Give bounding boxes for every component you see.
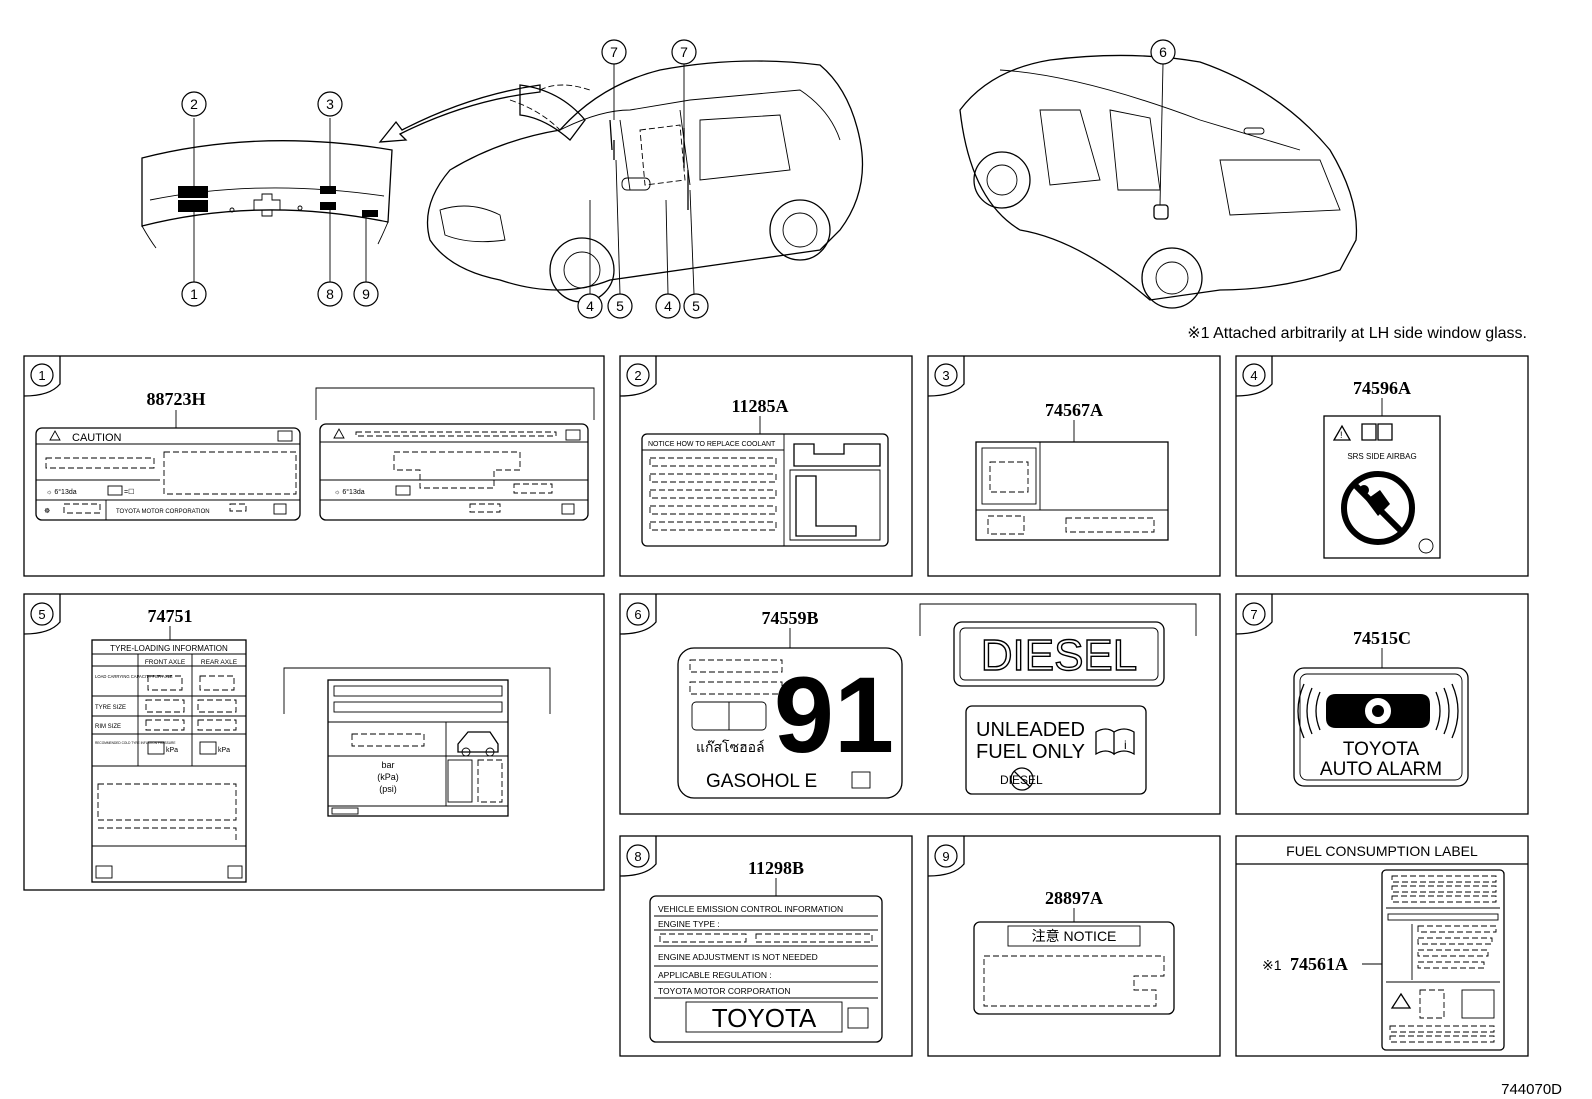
- panel-6-diesel-small: DIESEL: [1000, 773, 1043, 787]
- panel-8-number: 8: [634, 849, 641, 864]
- panel-6-thai: แก๊สโซฮอล์: [696, 739, 765, 755]
- callout-2: 2: [190, 96, 198, 112]
- panel-8-part-number: 11298B: [748, 858, 804, 878]
- panel-5-row-pressure: RECOMMENDED COLD TYRE INFLATION PRESSURE: [95, 741, 175, 745]
- svg-text:☼ 6°13da: ☼ 6°13da: [334, 488, 365, 496]
- callout-4a: 4: [586, 298, 594, 314]
- panel-5-psi: (psi): [379, 784, 397, 794]
- panel-6-number: 6: [634, 607, 641, 622]
- fuel-label-title: FUEL CONSUMPTION LABEL: [1286, 843, 1478, 859]
- panel-4: 4 74596A ! SRS SIDE AIRBAG: [1235, 355, 1529, 577]
- fuel-label-part-number: 74561A: [1290, 954, 1348, 974]
- footnote: ※1 Attached arbitrarily at LH side windo…: [1187, 325, 1527, 342]
- panel-fuel-consumption: FUEL CONSUMPTION LABEL ※1 74561A: [1235, 835, 1529, 1057]
- vehicle-rear-view: [959, 54, 1358, 309]
- panel-9-notice: 注意 NOTICE: [1032, 928, 1117, 944]
- svg-text:☼ 6°13da: ☼ 6°13da: [46, 488, 77, 496]
- svg-text:i: i: [1124, 738, 1127, 752]
- callout-5a: 5: [616, 298, 624, 314]
- panel-9-number: 9: [942, 849, 949, 864]
- panel-5-kpa-front: kPa: [166, 747, 178, 754]
- panel-6-diesel: DIESEL: [981, 631, 1138, 680]
- panel-1-part-number: 88723H: [146, 389, 205, 409]
- panel-5-row-load: LOAD CARRYING CAPACITY PER AXLE: [95, 674, 173, 679]
- panel-7-brand: TOYOTA: [1343, 739, 1420, 760]
- panel-3: 3 74567A: [927, 355, 1221, 577]
- panel-5-row-tyre: TYRE SIZE: [95, 705, 126, 711]
- panel-8: 8 11298B VEHICLE EMISSION CONTROL INFORM…: [619, 835, 913, 1057]
- callout-7a: 7: [610, 44, 618, 60]
- no-child-seat-icon: [1341, 471, 1415, 545]
- panel-5-part-number: 74751: [148, 606, 193, 626]
- vehicle-front-view: [426, 60, 864, 303]
- panel-3-number: 3: [942, 368, 949, 383]
- panel-7-alarm: AUTO ALARM: [1320, 759, 1442, 780]
- panel-5-rear-axle: REAR AXLE: [201, 659, 238, 666]
- svg-text:=☐: =☐: [124, 488, 134, 496]
- panel-5-front-axle: FRONT AXLE: [145, 659, 186, 666]
- panel-5-bar: bar: [381, 760, 394, 770]
- panel-8-line-5: TOYOTA MOTOR CORPORATION: [658, 986, 791, 996]
- panel-5-kpa-unit: (kPa): [377, 772, 399, 782]
- panel-6-gasohol: GASOHOL E: [706, 771, 817, 792]
- panel-2-header: NOTICE HOW TO REPLACE COOLANT: [648, 441, 776, 448]
- panel-5: 5 74751 TYRE-LOADING INFORMATION FRONT A…: [23, 593, 605, 891]
- panel-2-part-number: 11285A: [731, 396, 788, 416]
- panel-3-part-number: 74567A: [1045, 400, 1103, 420]
- panel-4-part-number: 74596A: [1353, 378, 1411, 398]
- panel-8-line-1: VEHICLE EMISSION CONTROL INFORMATION: [658, 904, 843, 914]
- panel-8-line-3: ENGINE ADJUSTMENT IS NOT NEEDED: [658, 952, 818, 962]
- hood-underside-view: [141, 140, 393, 249]
- panel-6-part-number: 74559B: [761, 608, 818, 628]
- svg-text:!: !: [1340, 430, 1343, 440]
- panel-4-number: 4: [1250, 368, 1257, 383]
- diagram-id: 744070D: [1501, 1081, 1562, 1098]
- callout-5b: 5: [692, 298, 700, 314]
- callout-1: 1: [190, 286, 198, 302]
- callout-6: 6: [1159, 44, 1167, 60]
- arrow-to-hood: [378, 84, 541, 143]
- panel-1: 1 88723H CAUTION ☼ 6°13da =☐ ☸ TOYOTA MO…: [23, 355, 605, 577]
- panel-2-number: 2: [634, 368, 641, 383]
- callout-4b: 4: [664, 298, 672, 314]
- panel-8-line-2: ENGINE TYPE :: [658, 919, 720, 929]
- panel-6-octane: 91: [774, 654, 894, 775]
- panel-2: 2 11285A NOTICE HOW TO REPLACE COOLANT: [619, 355, 913, 577]
- svg-text:☸: ☸: [44, 507, 50, 515]
- panel-9-part-number: 28897A: [1045, 888, 1103, 908]
- panel-6-fuel-only: FUEL ONLY: [976, 741, 1085, 763]
- callout-markers: 2 1 3 8 9 7 7 4 5 4 5 6: [181, 39, 1176, 319]
- panel-5-kpa-rear: kPa: [218, 747, 230, 754]
- panel-7: 7 74515C TOYOTA AUTO ALARM: [1235, 593, 1529, 815]
- panel-5-row-rim: RIM SIZE: [95, 724, 121, 730]
- panel-4-text: SRS SIDE AIRBAG: [1347, 452, 1416, 461]
- alarm-car-icon: [1297, 683, 1459, 739]
- panel-9: 9 28897A 注意 NOTICE: [927, 835, 1221, 1057]
- callout-8: 8: [326, 286, 334, 302]
- panel-6-unleaded: UNLEADED: [976, 719, 1085, 741]
- manual-icon: [1095, 728, 1135, 756]
- panel-7-part-number: 74515C: [1353, 628, 1411, 648]
- callout-7b: 7: [680, 44, 688, 60]
- panel-1-maker: TOYOTA MOTOR CORPORATION: [116, 509, 210, 515]
- fuel-label-mark: ※1: [1262, 957, 1282, 973]
- panel-1-caution: CAUTION: [72, 432, 122, 444]
- panel-5-number: 5: [38, 607, 45, 622]
- callout-3: 3: [326, 96, 334, 112]
- panel-5-title: TYRE-LOADING INFORMATION: [110, 644, 228, 653]
- panel-8-brand: TOYOTA: [712, 1003, 817, 1033]
- panel-1-number: 1: [38, 368, 45, 383]
- panel-7-number: 7: [1250, 607, 1257, 622]
- callout-9: 9: [362, 286, 370, 302]
- panel-6: 6 74559B 91 แก๊สโซฮอล์ GASOHOL E DIESEL …: [619, 593, 1221, 815]
- panel-8-line-4: APPLICABLE REGULATION :: [658, 970, 772, 980]
